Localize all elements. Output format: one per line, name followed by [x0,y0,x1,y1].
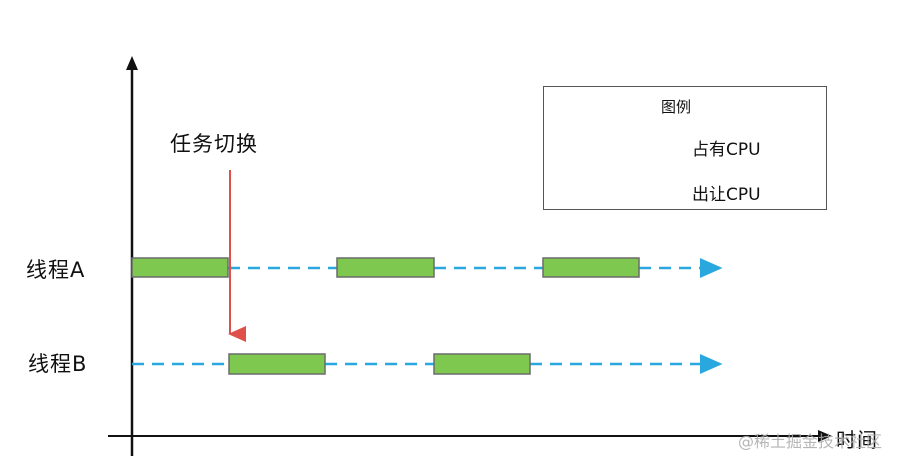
thread-a-occupy-block [542,257,640,278]
legend-title: 图例 [661,98,692,116]
legend-yield-label: 出让CPU [692,185,761,205]
legend-occupy-label: 占有CPU [692,140,761,160]
x-axis-label: 时间 [836,428,878,452]
thread-a-occupy-block [131,257,229,278]
thread-a-label: 线程A [26,258,86,282]
x-axis-arrowhead [818,430,832,442]
task-switch-label: 任务切换 [170,132,258,156]
watermark: @稀土掘金技术社区 [738,432,883,451]
thread-b-occupy-block [433,353,531,375]
thread-a-occupy-block [336,257,435,278]
thread-b-occupy-block [228,353,326,375]
y-axis-arrowhead [126,56,138,70]
thread-b-label: 线程B [28,352,88,376]
legend-box [543,86,827,210]
